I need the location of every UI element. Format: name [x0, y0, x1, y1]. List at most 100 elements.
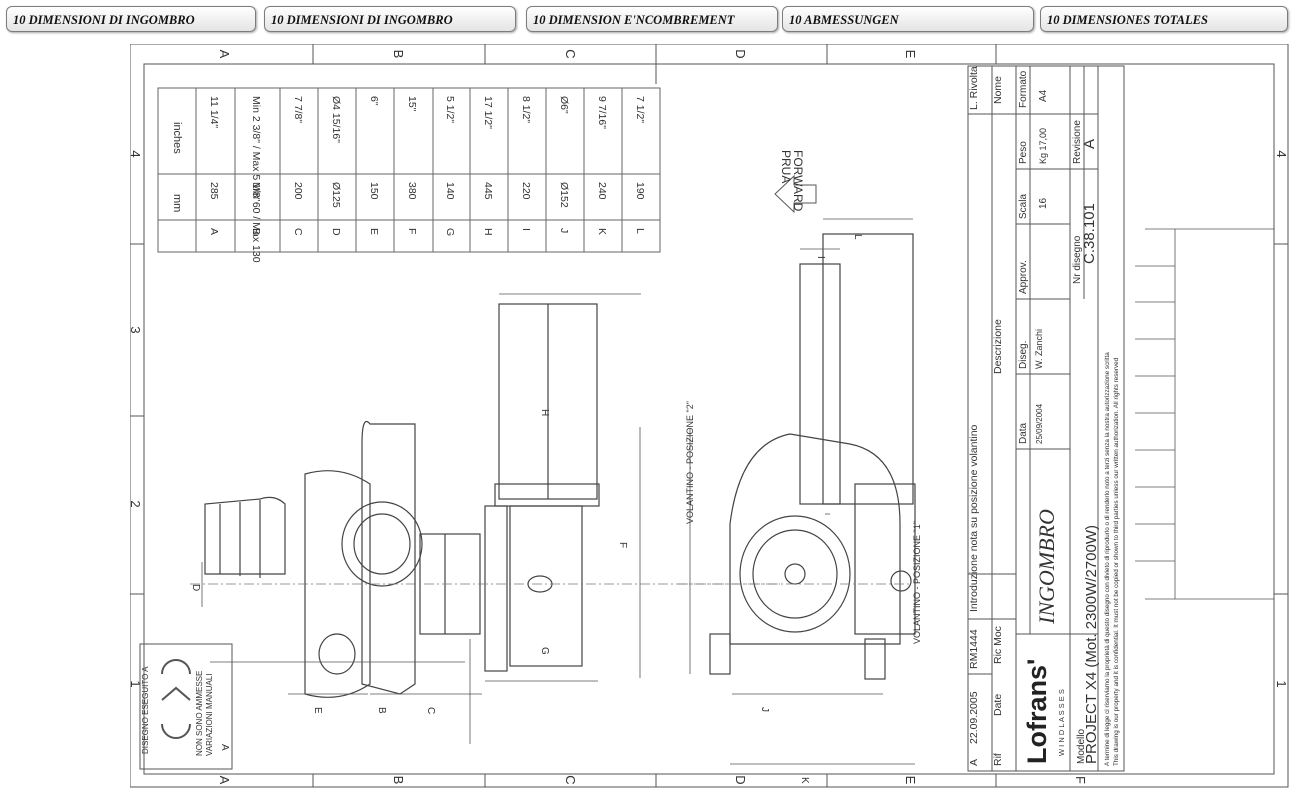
label-peso: Peso [1018, 141, 1029, 164]
label-nr-disegno: Nr disegno [1072, 235, 1083, 284]
table-row-letter: H [482, 228, 494, 236]
value-revisione: A [1081, 139, 1098, 149]
legal-text-en: This drawing is our property and it is c… [1113, 357, 1120, 766]
zone-col-2-left: 2 [130, 500, 143, 507]
rev-author: L. Rivolta [968, 66, 980, 110]
table-row-letter: D [330, 228, 342, 236]
label-formato: Formato [1018, 70, 1029, 108]
stamp-text-2: NON SONO AMMESSE [195, 671, 204, 756]
frame-inner [143, 63, 1275, 775]
technical-drawing-sheet: A B C D E A B C D E F 1 2 3 4 1 4 [130, 44, 1290, 789]
table-header-inches: inches [171, 122, 183, 154]
approval-stamp: DISEGNO ESEGUITO A NON SONO AMMESSE VARI… [139, 643, 233, 770]
label-diseg: Diseg. [1018, 341, 1029, 369]
table-row-letter: B [250, 228, 262, 235]
value-formato: A4 [1038, 89, 1049, 102]
value-nr-disegno: C.38.101 [1081, 203, 1098, 264]
table-cell-mm: 220 [520, 182, 532, 200]
zone-row-c-bottom: C [563, 775, 578, 784]
table-row-letter: E [368, 228, 380, 235]
windlass-top-view [204, 303, 600, 698]
table-header-mm: mm [171, 194, 183, 212]
forward-label-en: FORWARD [791, 150, 805, 212]
lofrans-subtitle: W I N D L A S S E S [1057, 689, 1066, 756]
tab-italian-1[interactable]: 10 DIMENSIONI DI INGOMBRO [6, 6, 256, 32]
dim-label-g: G [539, 647, 550, 655]
tab-french[interactable]: 10 DIMENSION E'NCOMBREMENT [526, 6, 778, 32]
table-cell-inches: 17 1/2" [482, 96, 494, 129]
tab-german[interactable]: 10 ABMESSUNGEN [782, 6, 1034, 32]
table-row-letter: F [406, 228, 418, 234]
table-cell-inches: Min 2 3/8" / Max 5 1/8" [250, 96, 262, 202]
dim-label-d: D [190, 584, 201, 591]
windlass-side-view [709, 233, 916, 680]
value-diseg: W. Zanchi [1034, 329, 1044, 369]
table-cell-mm: 190 [634, 182, 646, 200]
table-row-letter: A [208, 228, 220, 235]
tab-spanish[interactable]: 10 DIMENSIONES TOTALES [1040, 6, 1288, 32]
zone-col-4-right: 4 [1274, 150, 1289, 157]
stamp-text-3: VARIAZIONI MANUALI [205, 673, 214, 756]
table-cell-mm: 200 [292, 182, 304, 200]
drawing-title: INGOMBRO [1034, 509, 1059, 625]
table-row-letter: G [444, 228, 456, 236]
zone-col-1-right: 1 [1274, 680, 1289, 687]
label-modello: Modello [1076, 729, 1087, 764]
tab-italian-2[interactable]: 10 DIMENSIONI DI INGOMBRO [264, 6, 516, 32]
tab-bar: 10 DIMENSIONI DI INGOMBRO 10 DIMENSIONI … [0, 0, 1293, 40]
dim-label-c: C [425, 707, 436, 714]
table-cell-inches: 5 1/2" [444, 96, 456, 123]
table-cell-mm: 240 [596, 182, 608, 200]
title-block: A 22.09.2005 RM1444 Introduzione nota su… [967, 65, 1125, 772]
table-row-letter: C [292, 228, 304, 236]
cad-logo-icon [161, 659, 191, 739]
zone-row-d-top: D [733, 49, 748, 58]
value-peso: Kg 17,00 [1038, 128, 1048, 164]
rev-code: RM1444 [968, 629, 980, 669]
value-data: 25/09/2004 [1035, 403, 1044, 444]
table-cell-mm: Ø152 [558, 182, 570, 208]
zone-row-c-top: C [563, 49, 578, 58]
table-cell-mm: 285 [208, 182, 220, 200]
dim-label-j: J [759, 707, 770, 712]
zone-col-4-left: 4 [130, 150, 143, 157]
table-row-letter: L [634, 228, 646, 234]
handwheel-position-1: VOLANTINO - POSIZIONE "1" [912, 521, 922, 644]
label-revisione: Revisione [1072, 120, 1083, 164]
zone-row-a-bottom: A [217, 776, 232, 785]
header-rif: Rif [992, 753, 1004, 766]
handwheel-position-2: VOLANTINO - POSIZIONE "2" [685, 401, 695, 524]
table-cell-mm: 445 [482, 182, 494, 200]
rev-date: 22.09.2005 [968, 691, 980, 744]
dim-label-l: L [852, 234, 863, 240]
header-date: Date [992, 694, 1004, 716]
label-approv: Approv. [1018, 260, 1029, 294]
table-cell-mm: Ø125 [330, 182, 342, 208]
table-cell-mm: 380 [406, 182, 418, 200]
table-row-letter: K [596, 228, 608, 235]
dimension-lines [201, 293, 641, 744]
stamp-text-1: DISEGNO ESEGUITO A [141, 666, 150, 754]
side-dimension-lines [678, 218, 915, 765]
dim-label-h: H [539, 409, 550, 416]
table-cell-inches: 11 1/4" [208, 96, 220, 128]
zone-row-b-top: B [391, 50, 406, 59]
forward-arrow: PRUA FORWARD [774, 150, 817, 214]
table-cell-mm: 150 [368, 182, 380, 200]
table-cell-inches: Ø4 15/16" [330, 96, 342, 143]
zone-row-d-bottom: D [733, 775, 748, 784]
zone-col-1-left: 1 [130, 680, 143, 687]
zone-row-a-top: A [217, 50, 232, 59]
dim-label-i: I [815, 256, 826, 259]
dim-label-a: A [219, 744, 230, 751]
zone-row-e-top: E [903, 50, 918, 59]
lofrans-logo: Lofrans' [1022, 659, 1052, 764]
table-row-letter: I [520, 228, 532, 231]
header-nome: Nome [992, 76, 1004, 104]
zone-col-3-left: 3 [130, 326, 143, 333]
table-cell-inches: 7 1/2" [634, 96, 646, 123]
value-scala: 16 [1038, 197, 1049, 209]
table-cell-inches: 15" [406, 96, 418, 112]
zone-row-e-bottom: E [903, 776, 918, 785]
dim-label-b: B [376, 707, 387, 714]
